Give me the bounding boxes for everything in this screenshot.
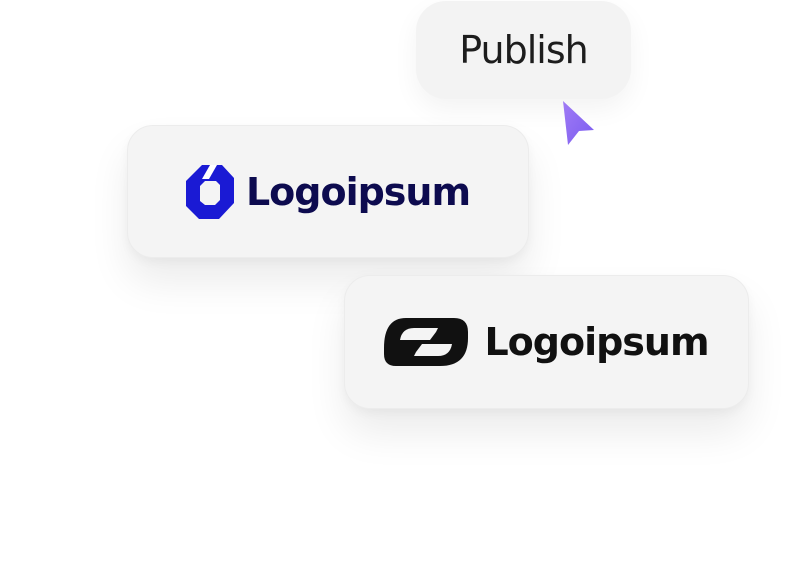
publish-button-label: Publish [459, 28, 588, 72]
publish-button[interactable]: Publish [416, 1, 631, 99]
logo-lockup: Logoipsum [384, 318, 710, 366]
logo-wordmark: Logoipsum [484, 320, 709, 364]
logo-card-blue[interactable]: Logoipsum [127, 125, 529, 258]
black-s-shape-logo-icon [384, 318, 469, 366]
logo-lockup: Logoipsum [185, 164, 471, 219]
pointer-cursor-icon [563, 101, 594, 145]
blue-octagon-logo-icon [185, 164, 234, 219]
logo-wordmark: Logoipsum [245, 169, 471, 214]
logo-card-black[interactable]: Logoipsum [344, 275, 749, 409]
